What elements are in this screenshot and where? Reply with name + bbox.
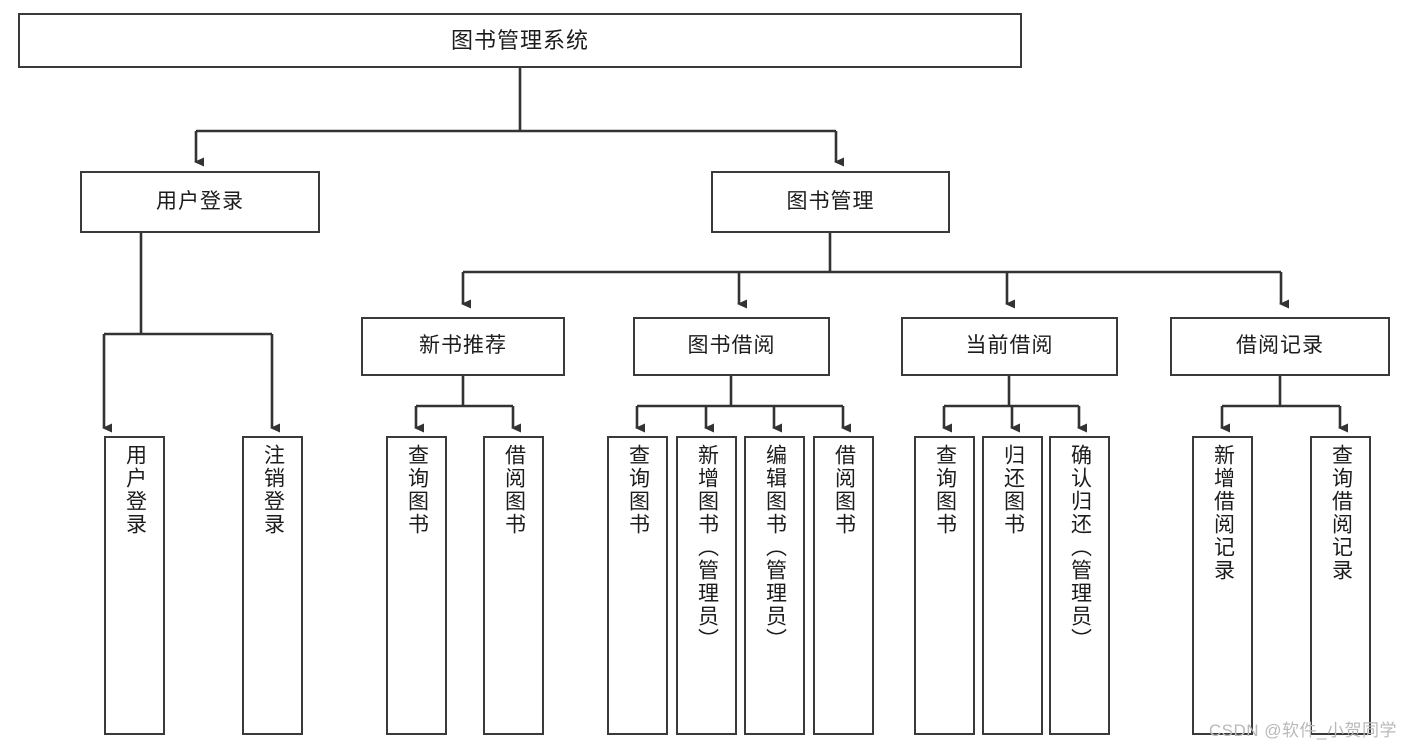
leaf-query-books-borrow[interactable]: 查询图书 (607, 436, 668, 735)
node-label: 新书推荐 (419, 334, 507, 358)
node-root[interactable]: 图书管理系统 (18, 13, 1022, 68)
node-label: 查询图书 (933, 444, 957, 536)
leaf-borrow-books-recommend[interactable]: 借阅图书 (483, 436, 544, 735)
leaf-query-books-current[interactable]: 查询图书 (914, 436, 975, 735)
node-label: 新增借阅记录 (1211, 444, 1235, 582)
leaf-return-books[interactable]: 归还图书 (982, 436, 1043, 735)
node-new-book-recommend[interactable]: 新书推荐 (361, 317, 565, 376)
node-label: 查询借阅记录 (1329, 444, 1353, 582)
node-label: 图书借阅 (687, 334, 776, 358)
leaf-logout[interactable]: 注销登录 (242, 436, 303, 735)
leaf-add-book-admin[interactable]: 新增图书（管理员） (676, 436, 737, 735)
leaf-user-login[interactable]: 用户登录 (104, 436, 165, 735)
node-current-borrow[interactable]: 当前借阅 (901, 317, 1118, 376)
node-label: 用户登录 (156, 189, 244, 213)
node-label: 借阅图书 (502, 444, 526, 536)
node-label: 用户登录 (123, 444, 147, 536)
node-user-login[interactable]: 用户登录 (80, 171, 320, 233)
node-label: 借阅图书 (832, 444, 856, 536)
node-label: 注销登录 (261, 444, 285, 536)
node-label: 归还图书 (1001, 444, 1025, 536)
leaf-borrow-books[interactable]: 借阅图书 (813, 436, 874, 735)
node-label: 当前借阅 (965, 334, 1054, 358)
node-label: 查询图书 (405, 444, 429, 536)
leaf-edit-book-admin[interactable]: 编辑图书（管理员） (744, 436, 805, 735)
node-label: 图书管理系统 (450, 27, 589, 53)
node-label: 图书管理 (786, 189, 875, 213)
node-label: 查询图书 (626, 444, 650, 536)
node-book-management[interactable]: 图书管理 (711, 171, 950, 233)
node-label: 确认归还（管理员） (1068, 444, 1092, 651)
leaf-confirm-return-admin[interactable]: 确认归还（管理员） (1049, 436, 1110, 735)
leaf-add-borrow-record[interactable]: 新增借阅记录 (1192, 436, 1253, 735)
node-book-borrow[interactable]: 图书借阅 (633, 317, 830, 376)
node-label: 新增图书（管理员） (695, 444, 719, 651)
node-label: 编辑图书（管理员） (763, 444, 787, 651)
node-label: 借阅记录 (1236, 334, 1324, 358)
leaf-query-books-recommend[interactable]: 查询图书 (386, 436, 447, 735)
node-borrow-records[interactable]: 借阅记录 (1170, 317, 1390, 376)
leaf-query-borrow-record[interactable]: 查询借阅记录 (1310, 436, 1371, 735)
csdn-watermark: CSDN @软件_小贺同学 (1208, 721, 1397, 740)
